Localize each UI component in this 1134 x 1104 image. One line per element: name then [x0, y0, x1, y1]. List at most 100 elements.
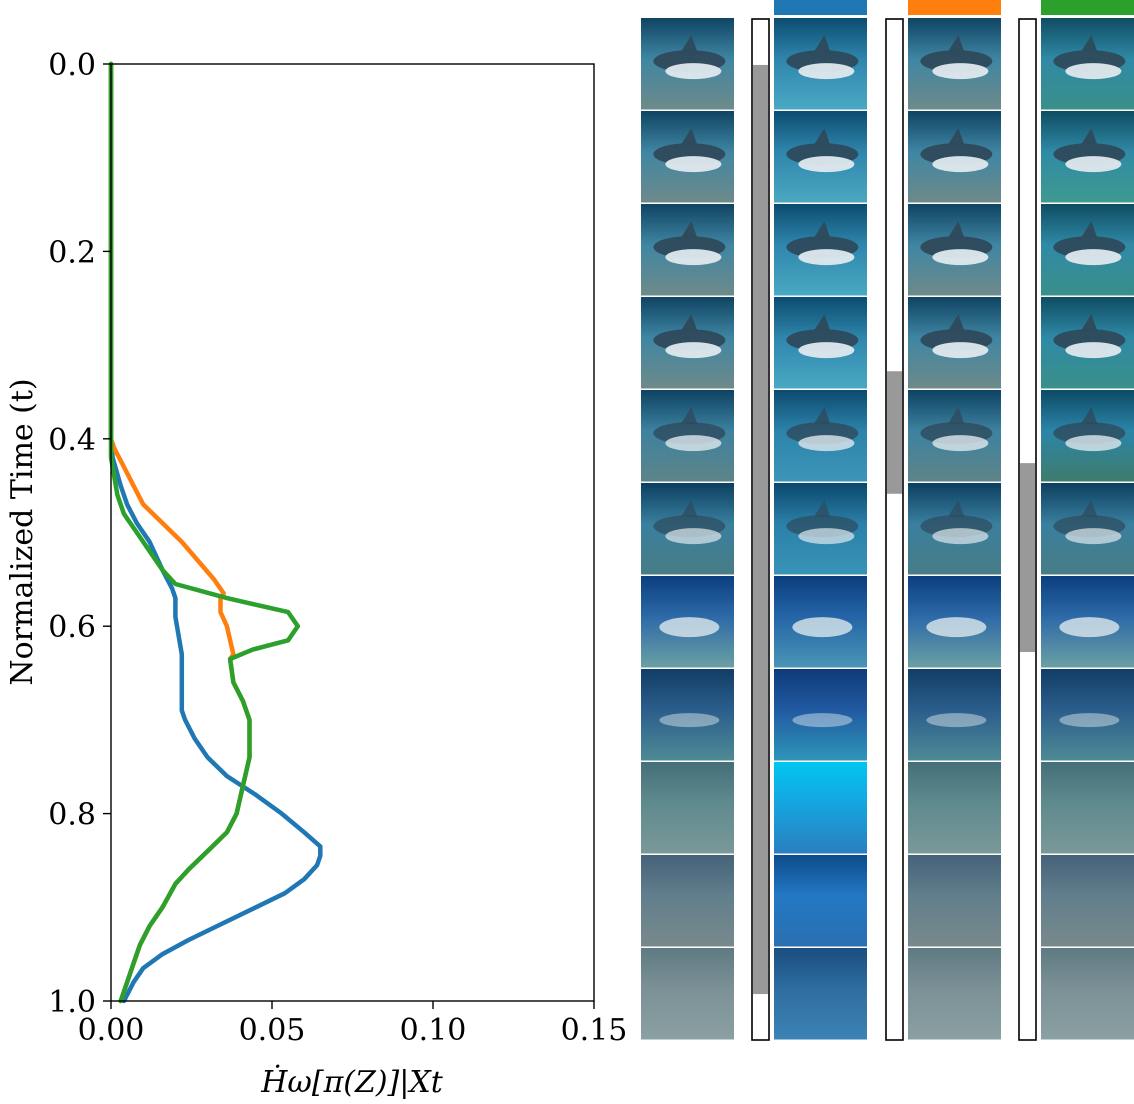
series-line-3 — [108, 61, 301, 1004]
shark-belly-shape — [798, 156, 855, 173]
image-tile — [908, 855, 1001, 947]
shark-belly-shape — [798, 528, 855, 545]
image-tile — [908, 576, 1001, 668]
shark-fin-shape — [814, 500, 831, 518]
blurred-subject-shape — [1059, 617, 1120, 638]
series-lines — [108, 61, 323, 1004]
image-tile — [1041, 390, 1134, 482]
image-tile-background — [908, 948, 1001, 1040]
x-tick-label: 0.05 — [239, 1013, 306, 1048]
shark-fin-shape — [948, 314, 965, 332]
x-tick-label: 0.10 — [400, 1013, 467, 1048]
image-tile — [908, 204, 1001, 296]
blurred-subject-shape — [926, 617, 987, 638]
image-tile — [908, 18, 1001, 110]
y-axis-ticks: 0.00.20.40.60.81.0 — [48, 48, 111, 1020]
y-tick-label: 0.2 — [48, 235, 96, 270]
plot-frame — [110, 63, 595, 1002]
image-tile — [1041, 204, 1134, 296]
shark-fin-shape — [1081, 128, 1098, 146]
y-tick-label: 1.0 — [48, 985, 96, 1020]
shark-fin-shape — [681, 128, 698, 146]
image-tile-background — [774, 669, 867, 761]
shark-belly-shape — [932, 249, 989, 266]
image-tile — [641, 762, 734, 854]
shark-belly-shape — [1065, 528, 1122, 545]
shark-belly-shape — [932, 435, 989, 452]
y-tick-label: 0.0 — [48, 48, 96, 83]
shark-fin-shape — [814, 221, 831, 239]
x-axis-label: Ḣω[π(Z)]|Xt — [260, 1064, 443, 1100]
shark-fin-shape — [814, 407, 831, 425]
image-tile — [908, 483, 1001, 575]
shark-belly-shape — [665, 156, 722, 173]
shark-belly-shape — [665, 342, 722, 359]
image-tile — [1041, 669, 1134, 761]
shark-fin-shape — [814, 314, 831, 332]
image-tile — [1041, 483, 1134, 575]
shark-belly-shape — [932, 63, 989, 80]
image-tile — [774, 855, 867, 947]
blurred-subject-shape — [659, 713, 720, 728]
image-tile — [774, 297, 867, 389]
image-tile — [908, 297, 1001, 389]
image-tile — [1041, 762, 1134, 854]
shark-fin-shape — [1081, 35, 1098, 53]
y-tick-label: 0.4 — [48, 423, 96, 458]
image-column-2 — [751, 0, 867, 1041]
image-tile-background — [774, 762, 867, 854]
blurred-subject-shape — [792, 713, 853, 728]
shark-belly-shape — [665, 528, 722, 545]
shark-belly-shape — [1065, 63, 1122, 80]
image-tile — [641, 948, 734, 1040]
image-tile — [774, 483, 867, 575]
shark-belly-shape — [1065, 249, 1122, 266]
blurred-subject-shape — [659, 617, 720, 638]
image-tile — [1041, 297, 1134, 389]
image-tile-background — [1041, 762, 1134, 854]
image-tile-background — [641, 855, 734, 947]
shark-fin-shape — [1081, 500, 1098, 518]
time-interval-fill — [1020, 463, 1035, 653]
image-tile — [641, 297, 734, 389]
image-tile — [641, 204, 734, 296]
blurred-subject-shape — [792, 617, 853, 638]
image-tile — [908, 390, 1001, 482]
image-column-1 — [641, 18, 734, 1040]
shark-belly-shape — [665, 249, 722, 266]
blurred-subject-shape — [1059, 713, 1120, 728]
shark-belly-shape — [1065, 156, 1122, 173]
image-tile — [641, 390, 734, 482]
shark-fin-shape — [681, 407, 698, 425]
shark-fin-shape — [1081, 221, 1098, 239]
image-tile-background — [641, 762, 734, 854]
image-grid — [641, 0, 1134, 1041]
shark-fin-shape — [681, 35, 698, 53]
image-tile-background — [774, 948, 867, 1040]
shark-fin-shape — [948, 35, 965, 53]
x-tick-label: 0.00 — [78, 1013, 145, 1048]
shark-belly-shape — [932, 528, 989, 545]
shark-fin-shape — [1081, 314, 1098, 332]
time-interval-fill — [887, 371, 902, 494]
shark-belly-shape — [932, 342, 989, 359]
image-tile-background — [1041, 948, 1134, 1040]
time-interval-bar — [885, 18, 904, 1041]
image-tile — [774, 948, 867, 1040]
image-tile — [641, 855, 734, 947]
column-header-swatch — [1041, 0, 1134, 15]
column-header-swatch — [774, 0, 867, 15]
shark-fin-shape — [814, 35, 831, 53]
shark-fin-shape — [948, 128, 965, 146]
image-tile — [774, 762, 867, 854]
column-header-swatch — [908, 0, 1001, 15]
image-tile — [1041, 948, 1134, 1040]
shark-fin-shape — [948, 407, 965, 425]
shark-fin-shape — [948, 221, 965, 239]
image-tile-background — [1041, 669, 1134, 761]
shark-belly-shape — [665, 435, 722, 452]
image-tile — [641, 18, 734, 110]
image-tile — [641, 669, 734, 761]
